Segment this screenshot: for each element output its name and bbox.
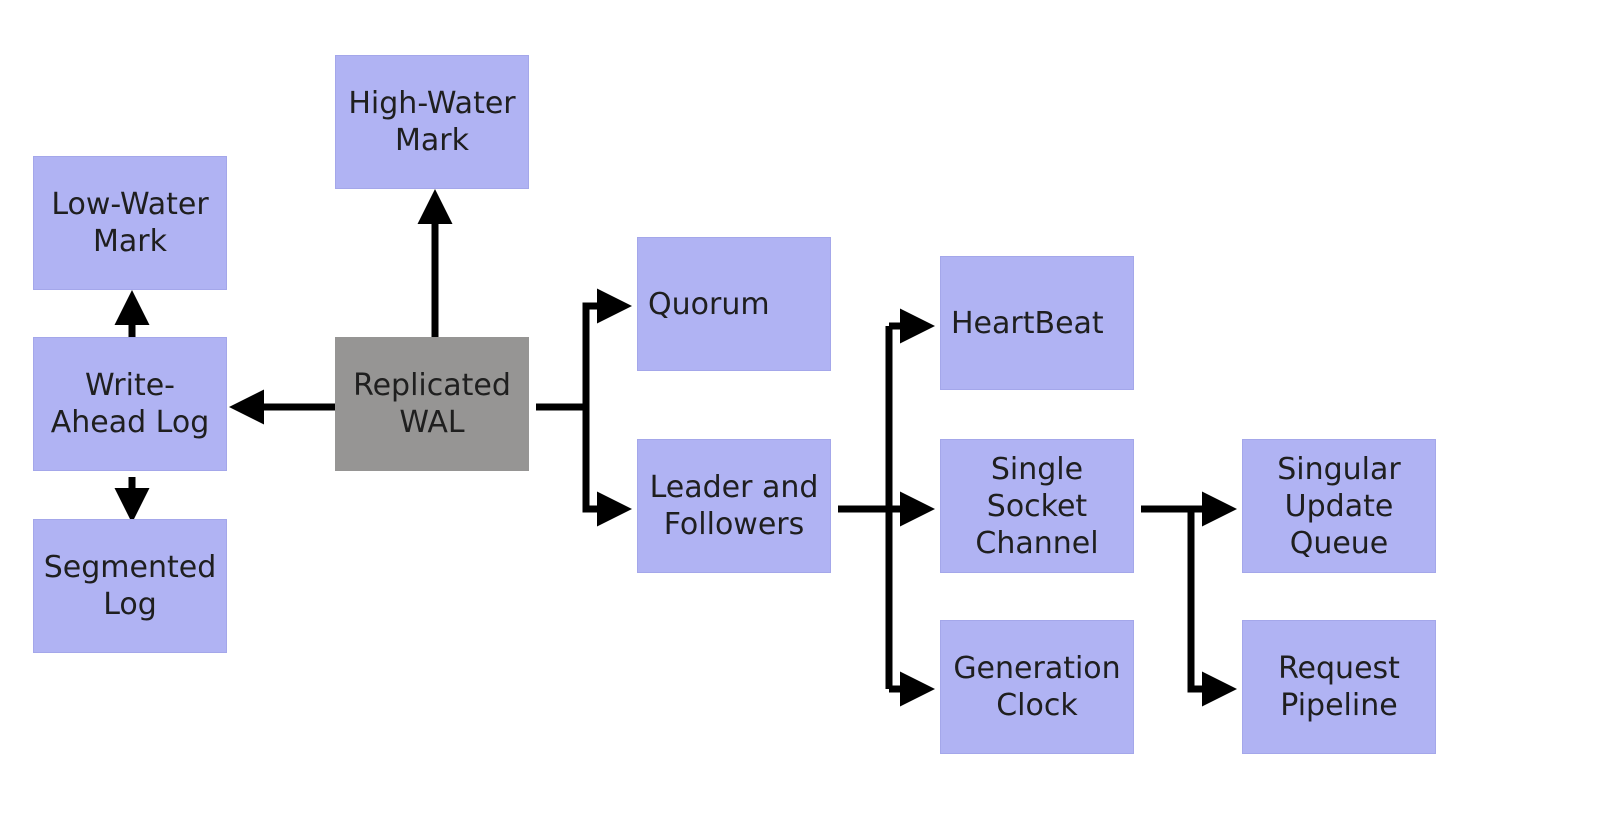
node-low-water-mark: Low-Water Mark: [33, 156, 227, 290]
node-quorum: Quorum: [637, 237, 831, 371]
node-generation-clock: Generation Clock: [940, 620, 1134, 754]
node-write-ahead-log: Write- Ahead Log: [33, 337, 227, 471]
edge-replicated-wal-to-leader-and-followers: [582, 407, 632, 527]
node-heartbeat: HeartBeat: [940, 256, 1134, 390]
edge-single-socket-channel-to-request-pipeline: [1187, 509, 1237, 707]
node-replicated-wal: Replicated WAL: [335, 337, 529, 471]
edge-replicated-wal-to-quorum: [582, 288, 632, 407]
node-high-water-mark: High-Water Mark: [335, 55, 529, 189]
node-single-socket-channel: Single Socket Channel: [940, 439, 1134, 573]
node-singular-update-queue: Singular Update Queue: [1242, 439, 1436, 573]
node-segmented-log: Segmented Log: [33, 519, 227, 653]
node-leader-and-followers: Leader and Followers: [637, 439, 831, 573]
node-request-pipeline: Request Pipeline: [1242, 620, 1436, 754]
